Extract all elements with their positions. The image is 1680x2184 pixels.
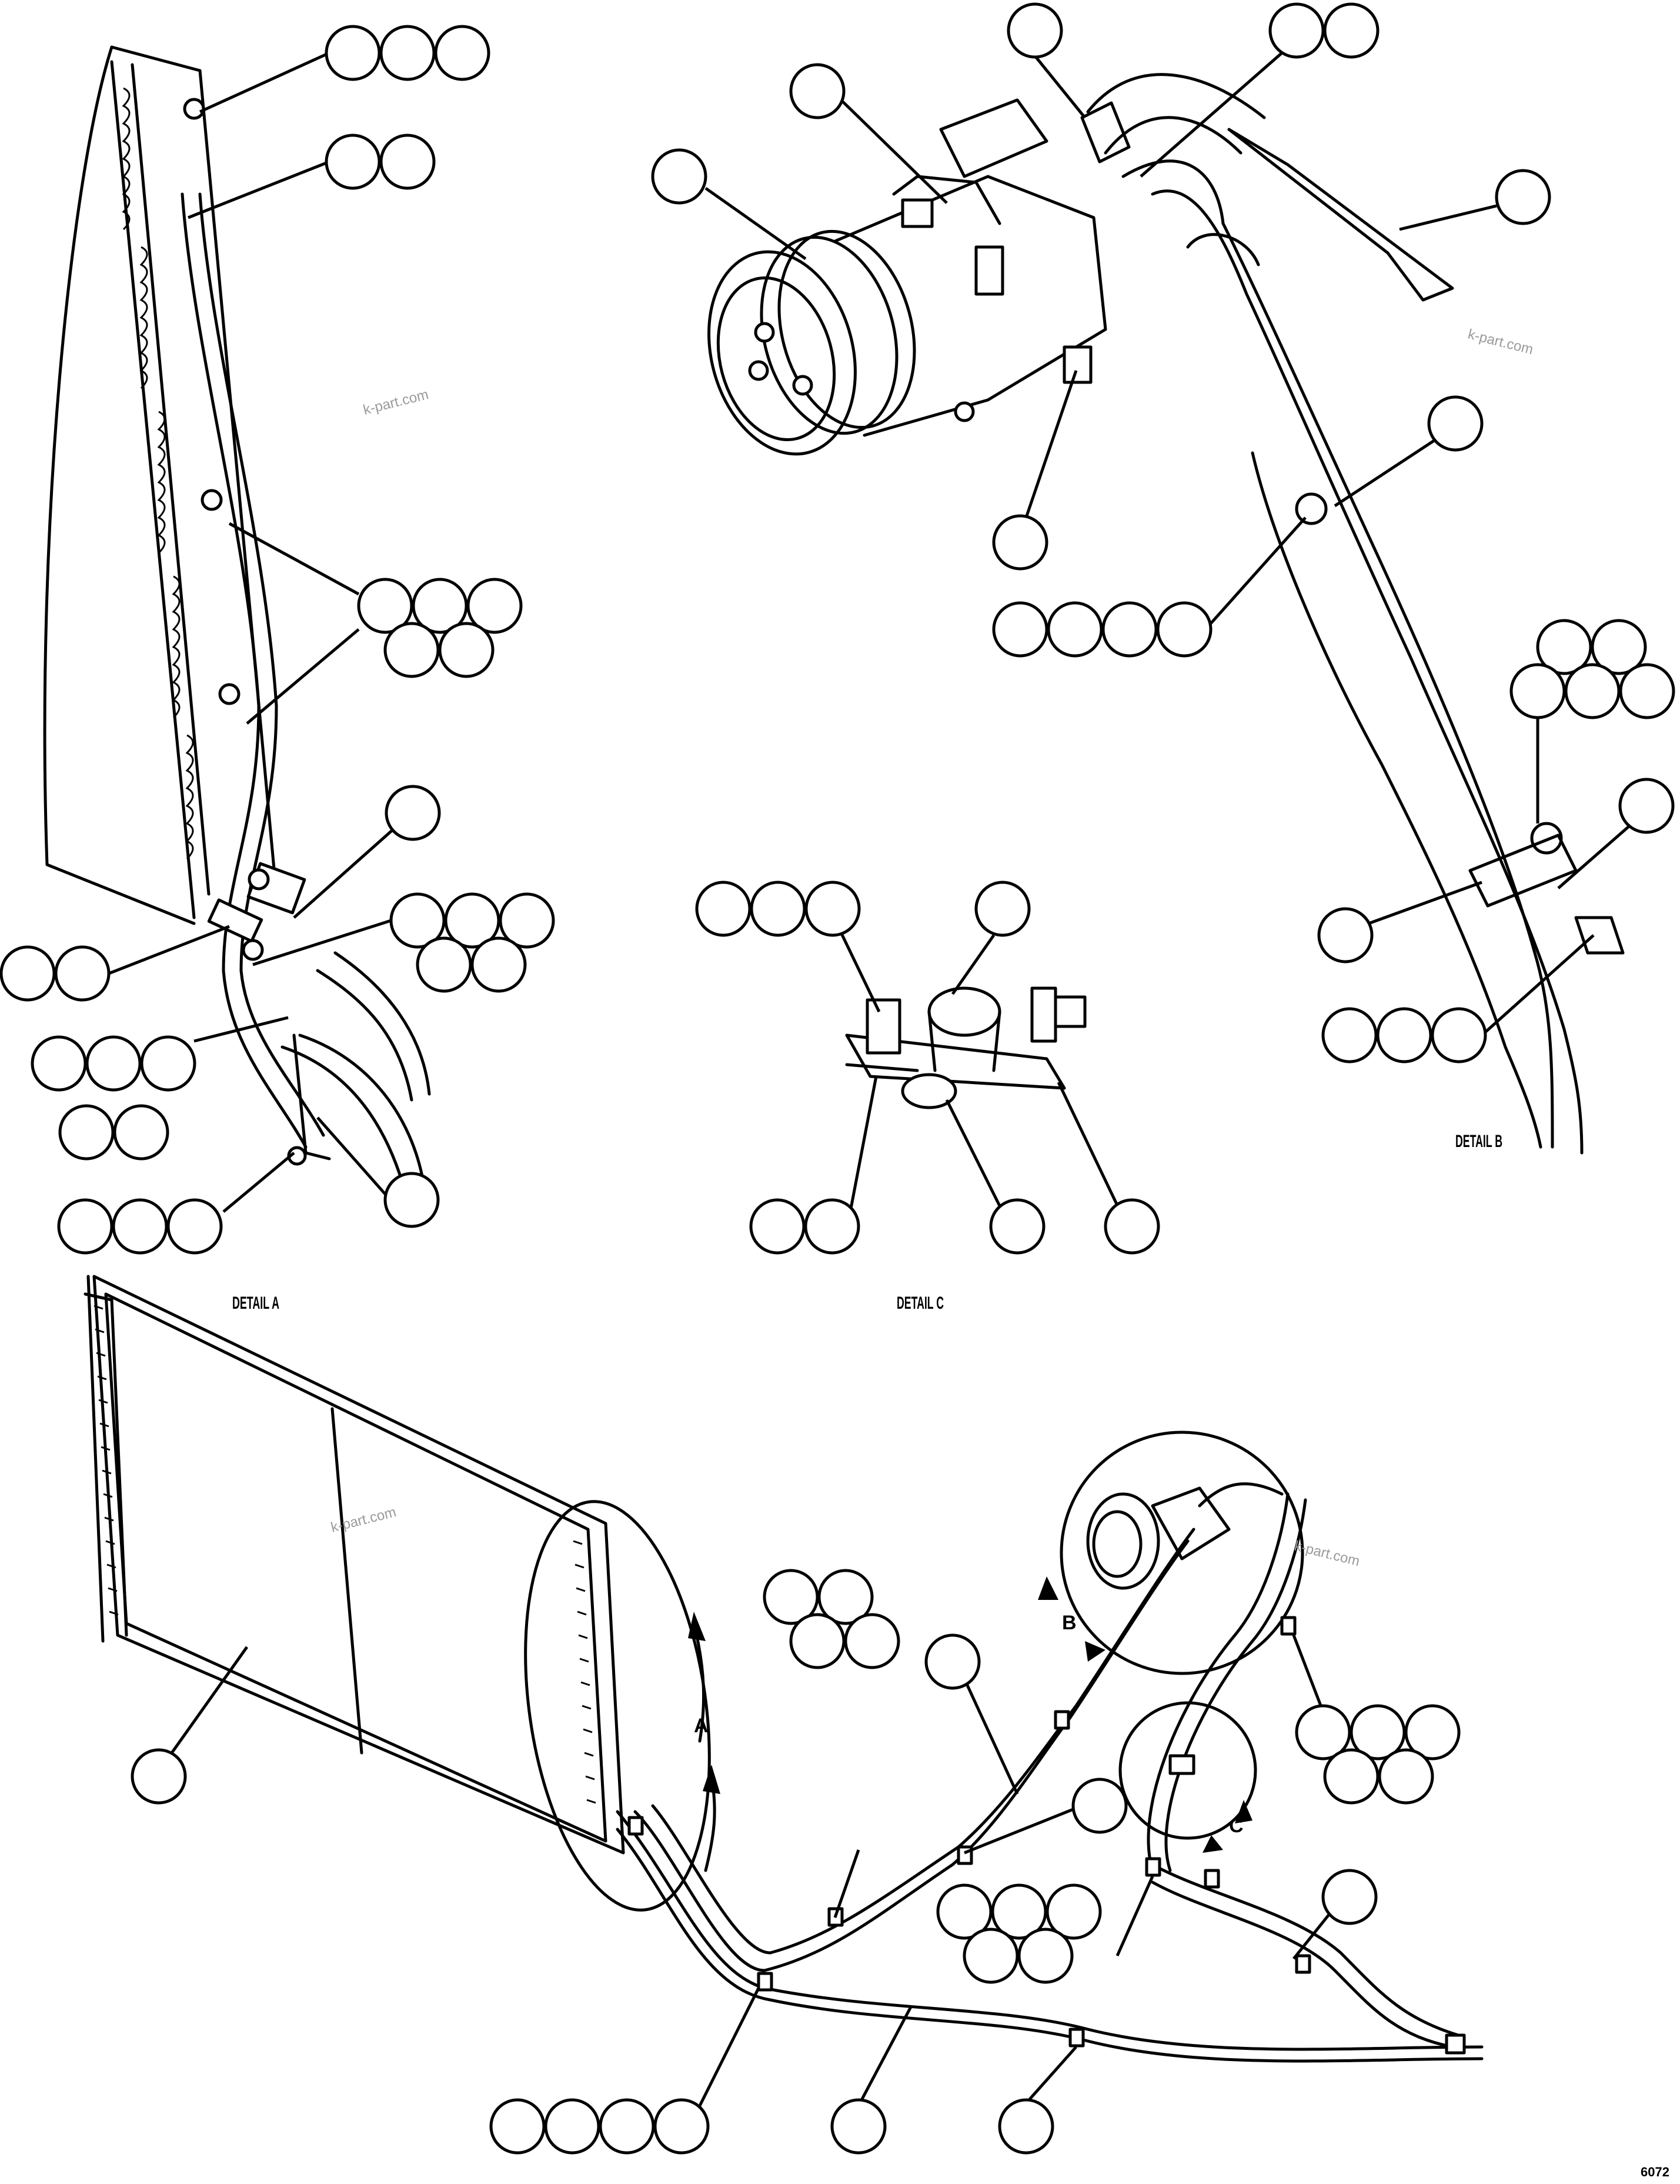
view-marker-c: C [1229,1815,1244,1837]
view-marker-a: A [694,1715,709,1737]
watermark-2: k-part.com [1467,326,1535,358]
leader-lines [108,51,1630,2107]
compressor-drawing [707,98,1107,456]
figure-number: 6072 [1641,2165,1669,2179]
detail-a-label: DETAIL A [232,1293,279,1313]
condenser-assembly-drawing [84,1275,1484,2063]
detail-b-label: DETAIL B [1455,1132,1502,1151]
detail-c-drawing [845,986,1087,1109]
detail-b-drawing [1080,73,1625,1155]
watermark-1: k-part.com [362,386,430,418]
view-marker-b: B [1062,1612,1077,1634]
detail-labels: DETAIL A DETAIL B DETAIL C [232,1132,1502,1313]
detail-a-drawing [43,45,431,1196]
detail-c-label: DETAIL C [897,1293,944,1313]
view-markers: A B C [694,1612,1244,1837]
